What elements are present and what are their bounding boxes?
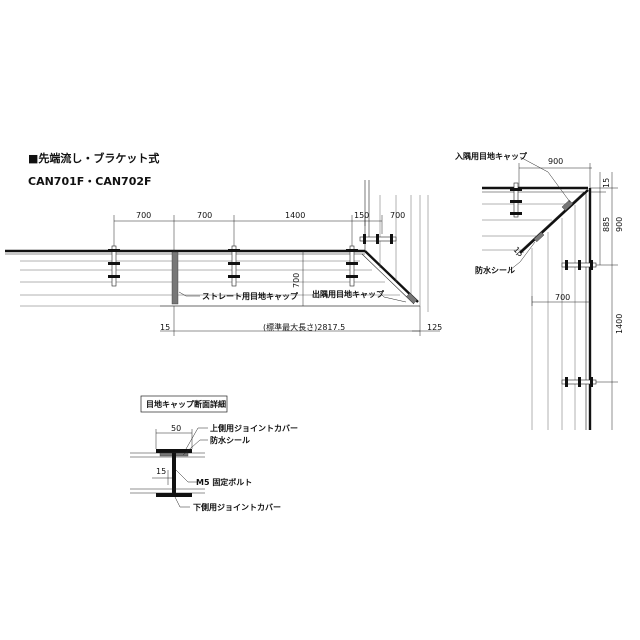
bracket bbox=[561, 260, 597, 270]
drawing-title: ■先端流し・ブラケット式 bbox=[28, 151, 159, 165]
leader-upper-cover bbox=[185, 427, 208, 450]
overall-length: (標準最大長さ)2817.5 bbox=[263, 322, 345, 332]
label-outside-corner-cap: 出隅用目地キャップ bbox=[312, 289, 385, 299]
label-waterproof-seal: 防水シール bbox=[475, 265, 515, 275]
dim-15-detail: 15 bbox=[156, 467, 166, 476]
dim-50: 50 bbox=[171, 424, 181, 433]
corner-bracket bbox=[359, 234, 397, 244]
dim-150: 150 bbox=[354, 211, 369, 220]
straight-joint-cap bbox=[171, 251, 179, 305]
label-m5-bolt: M5 固定ボルト bbox=[196, 477, 252, 487]
bracket bbox=[346, 245, 358, 287]
fixing-bolt bbox=[172, 453, 176, 493]
gutter-inside-corner-line bbox=[515, 191, 585, 256]
dim-1400: 1400 bbox=[285, 211, 305, 220]
dim-1400-right: 1400 bbox=[615, 314, 624, 334]
dim-15-seal: 15 bbox=[512, 245, 526, 259]
label-straight-joint-cap: ストレート用目地キャップ bbox=[202, 291, 299, 301]
left-plan-view: 700 700 1400 150 700 700 15 (標準最大長さ)2817… bbox=[5, 180, 442, 336]
label-upper-joint-cover: 上側用ジョイントカバー bbox=[210, 423, 298, 433]
bracket bbox=[510, 182, 522, 218]
leader-seal bbox=[509, 241, 536, 271]
leader-straight-cap bbox=[178, 291, 200, 297]
bracket bbox=[561, 377, 597, 387]
leader-outside-cap bbox=[377, 290, 407, 303]
label-seal-detail: 防水シール bbox=[210, 435, 250, 445]
dim-700-vertical: 700 bbox=[292, 273, 301, 288]
dim-700: 700 bbox=[390, 211, 405, 220]
leader-seal bbox=[182, 439, 208, 456]
label-lower-joint-cover: 下側用ジョイントカバー bbox=[193, 502, 281, 512]
outside-corner-cap bbox=[406, 292, 418, 304]
detail-title-box bbox=[140, 395, 228, 413]
dim-700-right: 700 bbox=[555, 293, 570, 302]
dim-700: 700 bbox=[136, 211, 151, 220]
bracket bbox=[108, 245, 120, 287]
dim-700: 700 bbox=[197, 211, 212, 220]
upper-joint-cover bbox=[156, 449, 192, 453]
bracket bbox=[228, 245, 240, 287]
model-number: CAN701F・CAN702F bbox=[28, 175, 152, 188]
dim-885: 885 bbox=[602, 217, 611, 232]
dim-900-right: 900 bbox=[615, 217, 624, 232]
lower-joint-cover bbox=[156, 493, 192, 497]
dim-15: 15 bbox=[160, 323, 170, 332]
right-plan-view: 900 15 885 900 1400 700 15 入隅用目地キャップ 防水シ… bbox=[454, 151, 624, 430]
dim-900-top: 900 bbox=[548, 157, 563, 166]
dim-15-right: 15 bbox=[602, 178, 611, 188]
detail-title: 目地キャップ断面詳細 bbox=[146, 399, 226, 409]
label-inside-corner-cap: 入隅用目地キャップ bbox=[454, 151, 528, 161]
gutter-inside-corner bbox=[519, 189, 589, 254]
leader-bolt bbox=[175, 469, 198, 483]
inside-corner-cap bbox=[561, 199, 573, 211]
gutter-corner-diagonal-inner bbox=[361, 253, 415, 305]
dim-125: 125 bbox=[427, 323, 442, 332]
joint-cap-section-detail: 目地キャップ断面詳細 50 15 上側用ジョイントカバー 防水シール M5 固定… bbox=[130, 395, 298, 512]
seal-piece bbox=[533, 231, 545, 243]
leader-inside-cap bbox=[519, 156, 571, 203]
leader-lower-cover bbox=[174, 496, 190, 508]
